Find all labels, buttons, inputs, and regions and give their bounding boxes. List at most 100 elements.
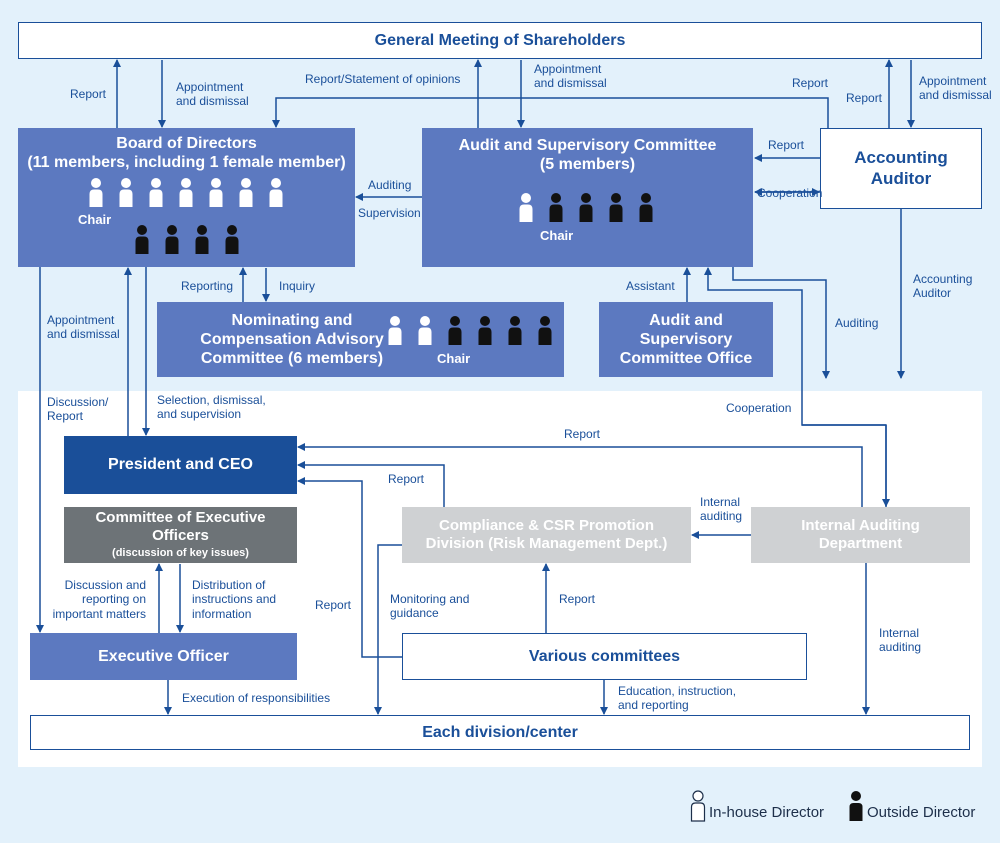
label-report-gms-left: Report bbox=[70, 87, 106, 101]
label-text: and reporting bbox=[618, 698, 689, 713]
accounting-auditor-line1: Accounting bbox=[854, 148, 948, 168]
label-education: Education, instruction, and reporting bbox=[618, 684, 736, 713]
label-text: Report bbox=[792, 76, 829, 90]
label-text: Report bbox=[564, 427, 601, 441]
label-discussion-report: Discussion/ Report bbox=[47, 395, 108, 424]
audit-office-line3: Committee Office bbox=[619, 350, 753, 368]
label-text: Reporting bbox=[181, 279, 234, 293]
label-text: Discussion and bbox=[64, 578, 146, 592]
audit-committee-title: Audit and Supervisory Committee bbox=[458, 137, 717, 154]
label-text: Education, instruction, bbox=[618, 684, 737, 698]
exec-committee-box: Committee of Executive Officers (discuss… bbox=[64, 507, 297, 563]
nominating-committee-box: Nominating and Compensation Advisory Com… bbox=[157, 302, 564, 377]
label-text: and dismissal bbox=[919, 88, 992, 103]
legend-inhouse: In-house Director bbox=[690, 790, 824, 822]
exec-committee-line1: Committee of Executive bbox=[95, 509, 266, 527]
label-text: Appointment bbox=[176, 80, 244, 94]
nominating-line2: Compensation Advisory bbox=[200, 330, 384, 348]
label-text: Report bbox=[315, 598, 352, 612]
label-auditing-board: Auditing bbox=[368, 178, 411, 192]
board-title: Board of Directors bbox=[116, 135, 257, 152]
label-text: and dismissal bbox=[176, 94, 249, 109]
person-filled-icon bbox=[849, 791, 863, 821]
legend-outside: Outside Director bbox=[848, 790, 975, 822]
label-text: Internal bbox=[879, 626, 920, 640]
label-appointment-gms-left: Appointment and dismissal bbox=[176, 80, 249, 109]
label-text: Report bbox=[388, 472, 425, 486]
board-chair-label: Chair bbox=[78, 212, 112, 227]
compliance-line2: Division (Risk Management Dept.) bbox=[425, 535, 668, 552]
label-auditing-audit: Auditing bbox=[835, 316, 878, 330]
exec-committee-line2: Officers bbox=[152, 527, 209, 545]
label-accounting-auditor: Accounting Auditor bbox=[913, 272, 972, 301]
compliance-line1: Compliance & CSR Promotion bbox=[438, 517, 655, 534]
label-text: auditing bbox=[700, 509, 743, 524]
left-border bbox=[0, 391, 18, 767]
label-internal-auditing-comp: Internal auditing bbox=[700, 495, 742, 524]
label-text: Report bbox=[70, 87, 107, 101]
audit-chair-label: Chair bbox=[540, 228, 574, 243]
label-cooperation-aa: Cooperation bbox=[757, 186, 822, 200]
label-text: Auditing bbox=[368, 178, 412, 192]
audit-committee-subtitle: (5 members) bbox=[539, 156, 636, 174]
label-text: auditing bbox=[879, 640, 922, 655]
label-text: Report/Statement of opinions bbox=[305, 72, 461, 86]
label-text: Cooperation bbox=[757, 186, 823, 200]
audit-office-box: Audit and Supervisory Committee Office bbox=[599, 302, 773, 377]
accounting-auditor-box: Accounting Auditor bbox=[820, 128, 982, 209]
label-text: important matters bbox=[52, 606, 146, 621]
audit-committee-box: Audit and Supervisory Committee (5 membe… bbox=[422, 128, 753, 267]
bottom-border bbox=[0, 767, 1000, 843]
various-committees-title: Various committees bbox=[528, 647, 681, 665]
label-text: Accounting bbox=[913, 272, 973, 286]
label-text: Assistant bbox=[626, 279, 675, 293]
accounting-auditor-line2: Auditor bbox=[870, 168, 932, 188]
label-report-statement: Report/Statement of opinions bbox=[305, 72, 460, 86]
board-of-directors-box: Board of Directors (11 members, includin… bbox=[18, 128, 355, 267]
exec-committee-subtitle: (discussion of key issues) bbox=[112, 547, 249, 560]
label-monitoring: Monitoring and guidance bbox=[390, 592, 469, 621]
label-appointment-gms-right: Appointment and dismissal bbox=[919, 74, 992, 103]
nominating-line3: Committee (6 members) bbox=[200, 350, 384, 368]
general-meeting-box: General Meeting of Shareholders bbox=[18, 22, 982, 59]
label-report-aa-gms: Report bbox=[846, 91, 882, 105]
label-cooperation-ia: Cooperation bbox=[726, 401, 791, 415]
label-text: guidance bbox=[390, 606, 439, 621]
label-text: Cooperation bbox=[726, 401, 792, 415]
label-text: reporting on bbox=[81, 592, 146, 607]
label-text: Discussion/ bbox=[47, 395, 109, 409]
audit-office-line2: Supervisory bbox=[639, 330, 733, 348]
each-division-title: Each division/center bbox=[422, 723, 578, 741]
label-appointment-gms-mid: Appointment and dismissal bbox=[534, 62, 607, 91]
president-box: President and CEO bbox=[64, 436, 297, 494]
label-assistant: Assistant bbox=[626, 279, 675, 293]
label-text: Appointment bbox=[919, 74, 987, 88]
president-title: President and CEO bbox=[108, 456, 253, 474]
internal-auditing-box: Internal Auditing Department bbox=[751, 507, 970, 563]
label-text: Report bbox=[846, 91, 883, 105]
executive-officer-box: Executive Officer bbox=[30, 633, 297, 680]
label-report-committees-president: Report bbox=[315, 598, 351, 612]
legend-outside-label: Outside Director bbox=[867, 803, 976, 821]
executive-officer-title: Executive Officer bbox=[98, 647, 229, 665]
various-committees-box: Various committees bbox=[402, 633, 807, 680]
label-text: Monitoring and bbox=[390, 592, 470, 606]
board-subtitle: (11 members, including 1 female member) bbox=[27, 154, 346, 172]
nominating-chair-label: Chair bbox=[437, 351, 471, 366]
label-execution: Execution of responsibilities bbox=[182, 691, 330, 705]
label-text: Execution of responsibilities bbox=[182, 691, 331, 705]
label-text: Auditor bbox=[913, 286, 952, 301]
internal-auditing-line2: Department bbox=[818, 535, 903, 552]
label-text: Selection, dismissal, bbox=[157, 393, 266, 407]
label-text: Inquiry bbox=[279, 279, 316, 293]
label-text: Report bbox=[47, 409, 84, 424]
label-report-committees-compliance: Report bbox=[559, 592, 595, 606]
label-reporting: Reporting bbox=[181, 279, 233, 293]
label-text: Appointment bbox=[47, 313, 115, 327]
label-report-compliance-president: Report bbox=[388, 472, 424, 486]
label-report-aa-board: Report bbox=[792, 76, 828, 90]
right-border bbox=[982, 391, 1000, 767]
label-text: Supervision bbox=[358, 206, 421, 220]
label-text: information bbox=[192, 606, 252, 621]
label-text: and supervision bbox=[157, 407, 242, 422]
